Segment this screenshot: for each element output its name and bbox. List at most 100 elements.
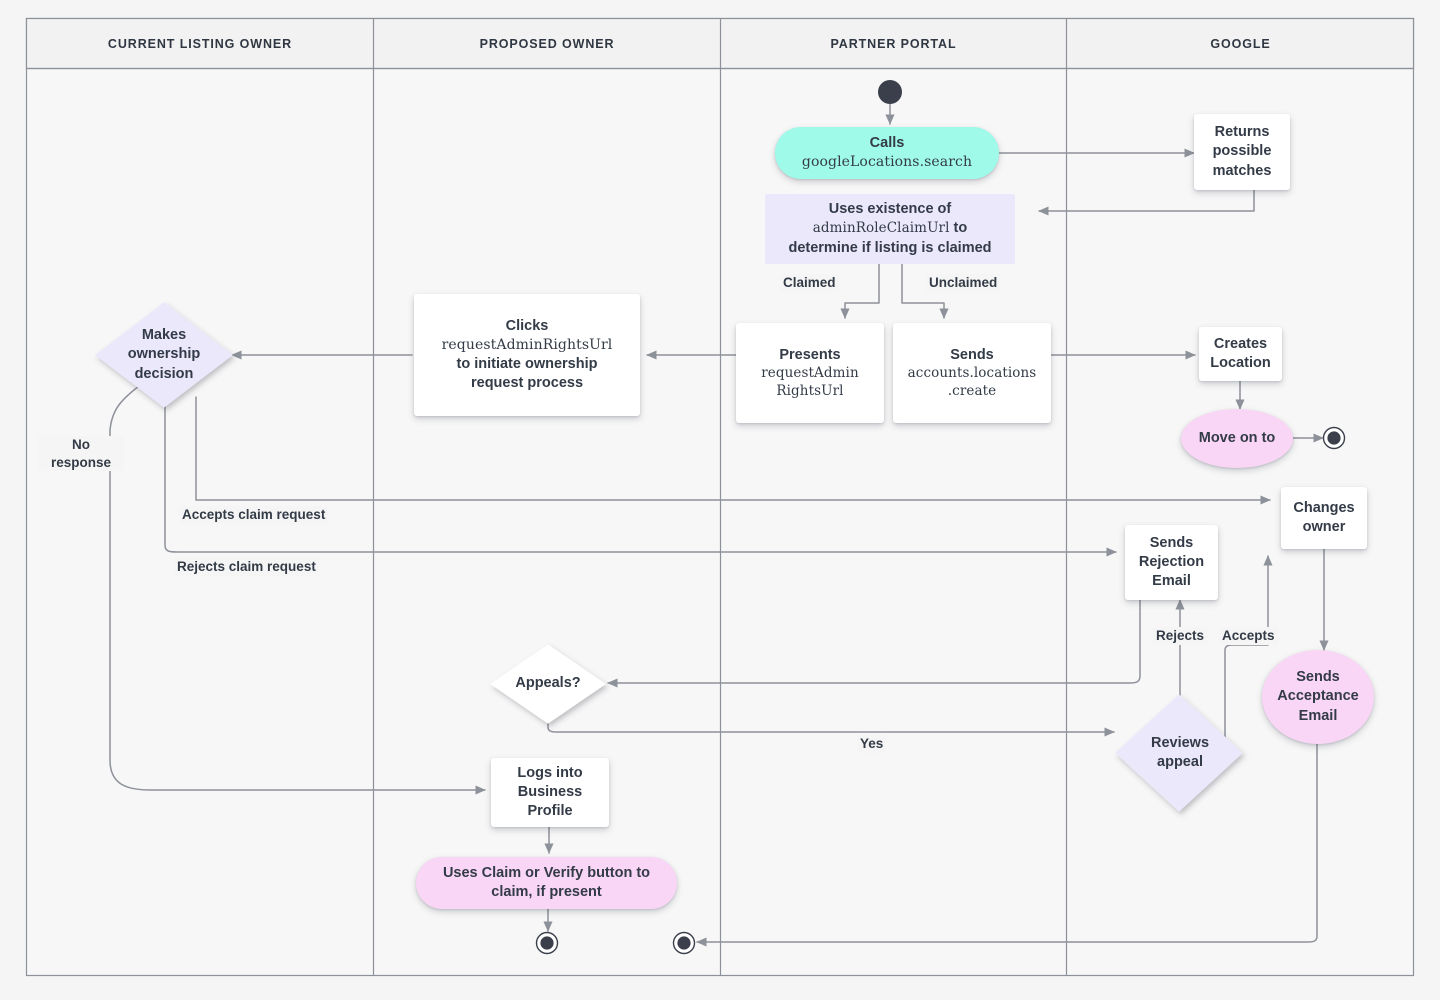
node-line: owner [1302,519,1346,535]
edge-label-text: response [50,454,112,470]
node-changes-owner[interactable]: Changes owner [1281,487,1367,549]
node-line: Sends [1296,669,1340,686]
lane-label: GOOGLE [1210,37,1271,51]
edge-label-rejects-claim-request: Rejects claim request [174,558,319,576]
node-line-mixed: adminRoleClaimUrl to [773,219,1007,238]
edge-accepts-claim-request [195,396,1271,505]
node-line: Changes [1293,499,1355,516]
edge-label-text: Rejects claim request [177,559,316,574]
code-token: adminRoleClaimUrl [812,220,950,237]
node-line: googleLocations.search [801,154,973,171]
node-line: Profile [527,803,573,820]
node-line: requestAdminRightsUrl [441,337,613,354]
end-marker-google [1322,426,1346,450]
node-creates-location[interactable]: Creates Location [1199,327,1282,381]
node-presents-request-admin-rights-url[interactable]: Presents requestAdmin RightsUrl [736,323,884,423]
node-logs-into-business-profile[interactable]: Logs into Business Profile [491,758,609,827]
edge-label-no-response: No response [38,436,124,472]
lane-label: PARTNER PORTAL [830,37,957,51]
node-returns-possible-matches[interactable]: Returns possible matches [1194,114,1290,190]
lane-label: PROPOSED OWNER [479,37,615,51]
node-line: Uses Claim or Verify button to [442,864,651,881]
edge-appeals-yes-to-reviews [547,712,1115,737]
edge-reviews-accepts [1224,555,1273,753]
vector-shapes [95,80,1346,955]
edges [109,103,1329,947]
swimlane-grid [25,17,1415,977]
node-line: appeal [1157,754,1203,770]
lane-header-current-listing-owner: CURRENT LISTING OWNER [27,19,373,69]
node-reviews-appeal[interactable]: Reviews appeal [1130,727,1230,779]
end-marker-proposed-owner [535,931,559,955]
edge-label-yes: Yes [857,735,887,753]
node-line: Makes [141,327,187,344]
node-clicks-request-admin-rights-url[interactable]: Clicks requestAdminRightsUrl to initiate… [414,294,640,416]
edge-label-text: Rejects [1156,628,1205,643]
edge-label-text: Accepts claim request [182,507,326,522]
edge-label-text: No [72,437,90,452]
edge-label-unclaimed: Unclaimed [926,274,1001,292]
node-line: possible [1212,143,1272,160]
node-uses-existence-of-admin-role-claim-url[interactable]: Uses existence of adminRoleClaimUrl to d… [765,194,1015,264]
node-line: Calls [869,135,905,152]
node-line: Presents [779,346,841,363]
node-line: Acceptance [1277,688,1359,705]
edge-label-rejects: Rejects [1153,627,1208,645]
node-appeals[interactable]: Appeals? [498,670,598,698]
node-line: Sends [950,346,994,363]
edge-label-accepts-claim-request: Accepts claim request [179,506,329,524]
node-line: requestAdmin [761,364,859,381]
node-line: decision [134,365,194,382]
edge-returns-to-uses [1038,189,1255,216]
node-line: Move on to [1198,429,1276,446]
edge-label-text: Claimed [783,275,836,290]
edge-label-claimed: Claimed [780,274,839,292]
lane-label: CURRENT LISTING OWNER [107,37,293,51]
end-marker-partner-portal [672,931,696,955]
edge-uses-split-left [840,263,880,319]
node-line: claim, if present [491,884,602,900]
lane-header-proposed-owner: PROPOSED OWNER [374,19,720,69]
node-line: Reviews [1150,734,1210,751]
diamond-reviews-appeal [1115,694,1243,812]
lane-header-google: GOOGLE [1067,19,1414,69]
edge-label-accepts: Accepts [1219,627,1278,645]
node-line: RightsUrl [776,382,844,399]
node-line: Clicks [505,318,549,335]
node-line: Location [1210,355,1271,371]
node-makes-ownership-decision[interactable]: Makes ownership decision [100,318,228,392]
node-sends-rejection-email[interactable]: Sends Rejection Email [1125,525,1218,600]
node-line: Sends [1149,534,1194,551]
edge-uses-split-right [901,263,949,319]
edge-rejection-to-appeals [607,597,1141,688]
node-line: Email [1298,707,1338,724]
edge-label-text: Unclaimed [929,275,998,290]
edge-rejects-claim-request [164,396,1117,557]
node-line: Returns [1214,124,1270,141]
node-line: accounts.locations [907,364,1037,381]
diamond-appeals [490,644,606,724]
node-line: Rejection [1138,553,1205,570]
edge-label-text: Accepts [1222,628,1275,643]
node-line: to initiate ownership [456,355,598,372]
node-line: Logs into [517,764,583,781]
diamond-makes-ownership-decision [95,302,233,408]
node-sends-acceptance-email[interactable]: Sends Acceptance Email [1262,650,1374,744]
node-line: Email [1152,573,1191,590]
node-sends-accounts-locations-create[interactable]: Sends accounts.locations .create [893,323,1051,423]
node-line: matches [1212,162,1272,179]
node-line: Creates [1213,335,1268,352]
node-line: Business [517,783,583,800]
node-line: request process [470,374,584,391]
node-calls-google-locations-search[interactable]: Calls googleLocations.search [775,127,999,179]
edge-label-text: Yes [860,736,884,751]
start-marker [878,80,902,104]
node-move-on-to[interactable]: Move on to [1181,409,1293,468]
node-uses-claim-or-verify-button[interactable]: Uses Claim or Verify button to claim, if… [416,857,677,909]
node-line: determine if listing is claimed [788,239,992,256]
edge-no-response [109,382,486,795]
node-line: Uses existence of [828,201,952,218]
node-line: .create [947,382,997,399]
node-line-suffix: to [949,220,968,237]
